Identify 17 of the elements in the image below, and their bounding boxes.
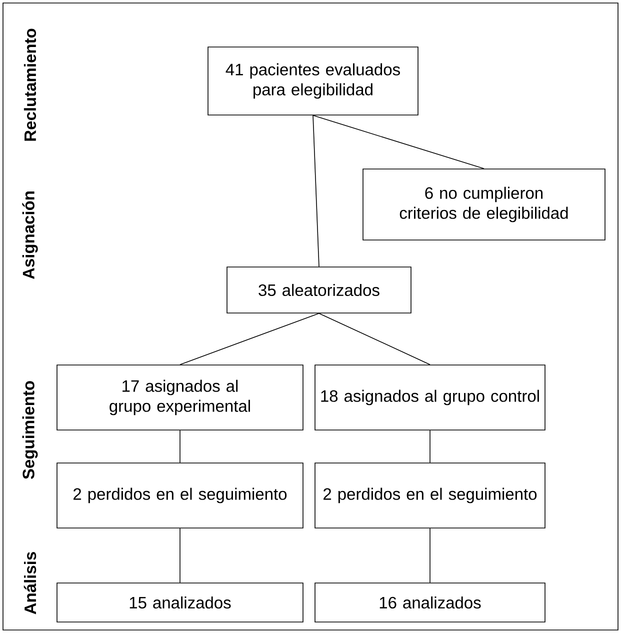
stage-label: Seguimiento: [22, 381, 38, 480]
stage-label: Reclutamiento: [24, 28, 36, 141]
process-box: 2 perdidos en el seguimiento: [314, 462, 546, 528]
connector-line: [180, 313, 320, 365]
process-box: 18 asignados al grupo control: [314, 364, 546, 430]
connector-line: [312, 115, 320, 267]
process-box: 17 asignados al grupo experimental: [56, 364, 304, 430]
process-box: 6 no cumplieron criterios de elegibilidad: [362, 168, 606, 240]
process-box: 15 analizados: [56, 582, 304, 622]
stage-label: Análisis: [24, 552, 36, 614]
process-box: 16 analizados: [314, 582, 546, 622]
connector-line: [312, 115, 484, 169]
connector-line: [318, 313, 430, 365]
process-box: 2 perdidos en el seguimiento: [56, 462, 304, 528]
stage-label: Asignación: [22, 192, 38, 280]
process-box: 41 pacientes evaluados para elegibilidad: [208, 46, 418, 116]
process-box: 35 aleatorizados: [226, 266, 412, 314]
